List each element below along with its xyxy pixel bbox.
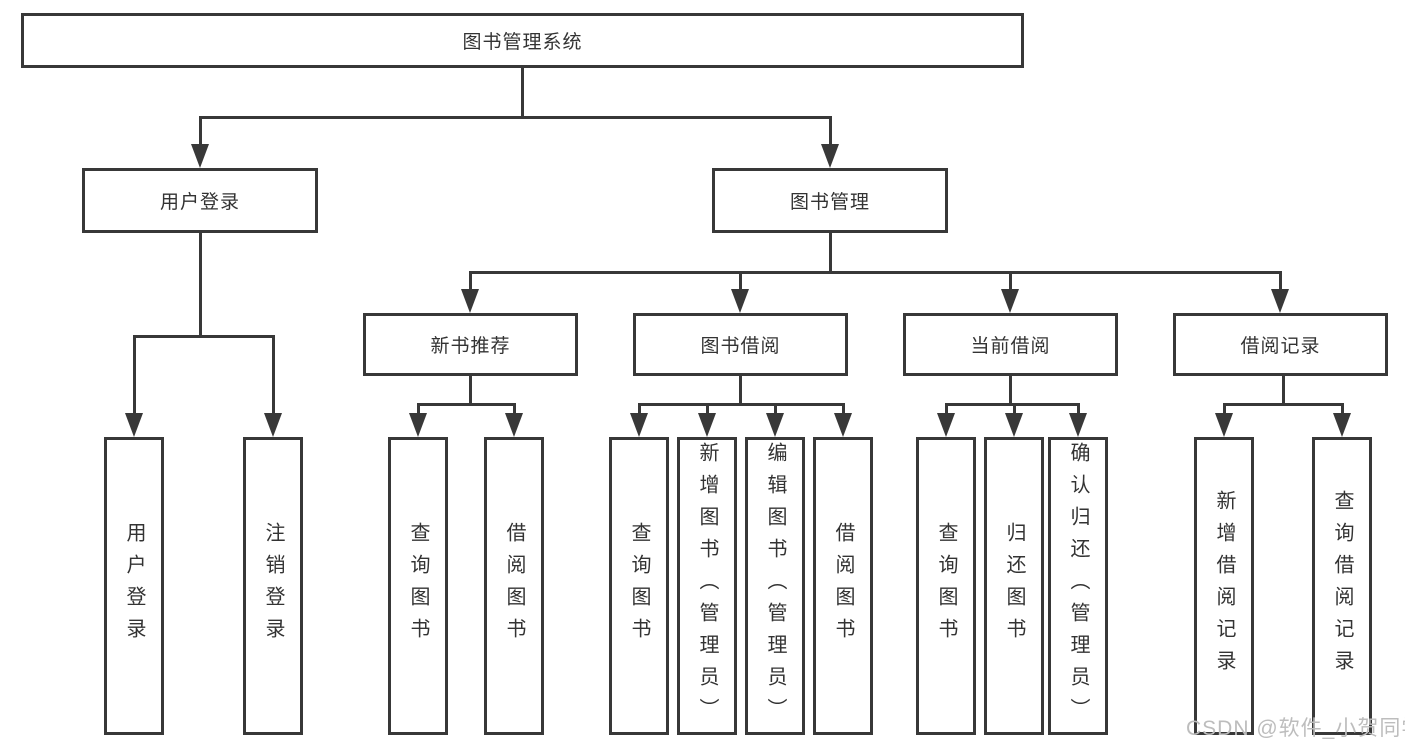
connector-line <box>738 272 742 289</box>
connector-line <box>468 376 472 404</box>
arrowhead <box>630 413 648 437</box>
leaf-borrow-book-label: 借阅图书 <box>832 522 854 650</box>
connector-line <box>1012 404 1016 413</box>
connector-line <box>1281 376 1285 404</box>
node-book-borrow: 图书借阅 <box>633 313 848 376</box>
leaf-confirm-return-admin-label: 确认归还（管理员） <box>1067 442 1089 730</box>
arrowhead <box>409 413 427 437</box>
leaf-borrow-book: 借阅图书 <box>813 437 873 735</box>
leaf-add-borrow-record: 新增借阅记录 <box>1194 437 1254 735</box>
arrowhead <box>731 289 749 313</box>
leaf-user-login-label: 用户登录 <box>123 522 145 650</box>
arrowhead <box>1001 289 1019 313</box>
node-new-book-recommend-label: 新书推荐 <box>430 336 511 357</box>
connector-line <box>520 68 524 117</box>
leaf-current-query-book-label: 查询图书 <box>935 522 957 650</box>
leaf-add-book-admin-label: 新增图书（管理员） <box>696 442 718 730</box>
connector-line <box>132 334 275 338</box>
leaf-edit-book-admin-label: 编辑图书（管理员） <box>764 442 786 730</box>
node-new-book-recommend: 新书推荐 <box>363 313 578 376</box>
arrowhead <box>1069 413 1087 437</box>
leaf-current-query-book: 查询图书 <box>916 437 976 735</box>
connector-line <box>1008 272 1012 289</box>
leaf-confirm-return-admin: 确认归还（管理员） <box>1048 437 1108 735</box>
arrowhead <box>191 144 209 168</box>
leaf-recommend-query-book-label: 查询图书 <box>407 522 429 650</box>
connector-line <box>198 233 202 336</box>
arrowhead <box>461 289 479 313</box>
leaf-edit-book-admin: 编辑图书（管理员） <box>745 437 805 735</box>
connector-line <box>773 404 777 413</box>
node-user-login-label: 用户登录 <box>159 192 240 213</box>
connector-line <box>944 402 1080 406</box>
connector-line <box>828 233 832 272</box>
leaf-recommend-query-book: 查询图书 <box>388 437 448 735</box>
node-borrow-record: 借阅记录 <box>1173 313 1388 376</box>
connector-line <box>705 404 709 413</box>
connector-line <box>944 404 948 413</box>
arrowhead <box>1215 413 1233 437</box>
leaf-borrow-query-book: 查询图书 <box>609 437 669 735</box>
node-borrow-record-label: 借阅记录 <box>1240 336 1321 357</box>
connector-line <box>416 402 516 406</box>
connector-line <box>1076 404 1080 413</box>
leaf-user-login: 用户登录 <box>104 437 164 735</box>
connector-line <box>1340 404 1344 413</box>
node-root-label: 图书管理系统 <box>462 32 583 53</box>
watermark: CSDN @软件_小贺同学 <box>1186 717 1405 740</box>
connector-line <box>468 272 472 289</box>
arrowhead <box>1005 413 1023 437</box>
connector-line <box>416 404 420 413</box>
arrowhead <box>1271 289 1289 313</box>
node-user-login: 用户登录 <box>82 168 318 233</box>
connector-line <box>198 117 202 144</box>
connector-line <box>271 336 275 413</box>
node-current-borrow-label: 当前借阅 <box>970 336 1051 357</box>
arrowhead <box>766 413 784 437</box>
arrowhead <box>698 413 716 437</box>
leaf-logout-label: 注销登录 <box>262 522 284 650</box>
arrowhead <box>505 413 523 437</box>
leaf-recommend-borrow-book-label: 借阅图书 <box>503 522 525 650</box>
arrowhead <box>937 413 955 437</box>
arrowhead <box>264 413 282 437</box>
leaf-return-book: 归还图书 <box>984 437 1044 735</box>
arrowhead <box>834 413 852 437</box>
connector-line <box>1222 402 1344 406</box>
connector-line <box>738 376 742 404</box>
node-book-borrow-label: 图书借阅 <box>700 336 781 357</box>
arrowhead <box>125 413 143 437</box>
connector-line <box>637 402 845 406</box>
arrowhead <box>1333 413 1351 437</box>
connector-line <box>132 336 136 413</box>
connector-line <box>841 404 845 413</box>
connector-line <box>512 404 516 413</box>
leaf-return-book-label: 归还图书 <box>1003 522 1025 650</box>
leaf-borrow-query-book-label: 查询图书 <box>628 522 650 650</box>
node-book-management: 图书管理 <box>712 168 948 233</box>
connector-line <box>1278 272 1282 289</box>
leaf-recommend-borrow-book: 借阅图书 <box>484 437 544 735</box>
node-root: 图书管理系统 <box>21 13 1024 68</box>
connector-line <box>1222 404 1226 413</box>
leaf-add-borrow-record-label: 新增借阅记录 <box>1213 490 1235 682</box>
connector-line <box>828 117 832 144</box>
connector-line <box>1008 376 1012 404</box>
connector-line <box>637 404 641 413</box>
arrowhead <box>821 144 839 168</box>
leaf-add-book-admin: 新增图书（管理员） <box>677 437 737 735</box>
node-current-borrow: 当前借阅 <box>903 313 1118 376</box>
connector-line <box>198 115 832 119</box>
leaf-logout: 注销登录 <box>243 437 303 735</box>
leaf-query-borrow-record-label: 查询借阅记录 <box>1331 490 1353 682</box>
connector-line <box>468 270 1282 274</box>
leaf-query-borrow-record: 查询借阅记录 <box>1312 437 1372 735</box>
node-book-management-label: 图书管理 <box>789 192 870 213</box>
